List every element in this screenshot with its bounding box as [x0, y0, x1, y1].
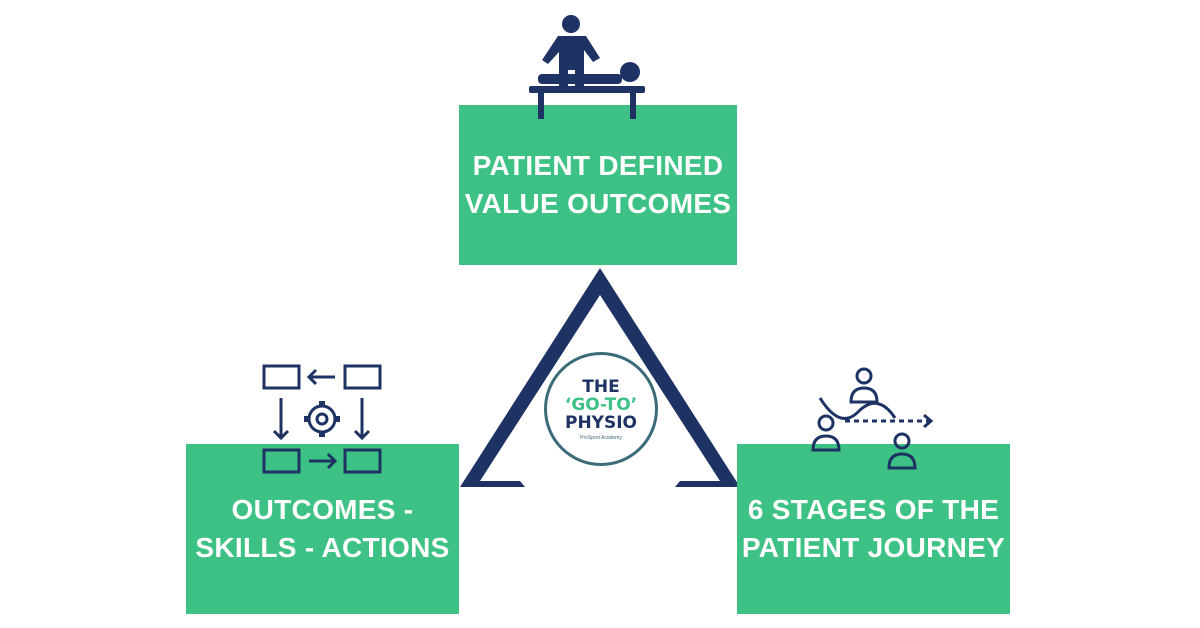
box-right-line1: 6 STAGES OF THE — [747, 494, 1000, 525]
box-top-line1: PATIENT DEFINED — [472, 150, 724, 181]
logo-line3: PHYSIO — [564, 412, 638, 433]
box-top-line2: VALUE OUTCOMES — [464, 188, 732, 219]
patient-defined-value-outcomes-box: PATIENT DEFINED VALUE OUTCOMES — [459, 105, 737, 265]
box-right-line2: PATIENT JOURNEY — [741, 532, 1006, 563]
outcomes-skills-actions-box: OUTCOMES - SKILLS - ACTIONS — [186, 444, 459, 614]
logo-line1: THE — [582, 376, 620, 397]
logo-brand: ProSport Academy — [580, 434, 622, 441]
triangle-outline — [460, 268, 740, 487]
box-left-line1: OUTCOMES - — [231, 494, 414, 525]
box-left-line2: SKILLS - ACTIONS — [195, 532, 450, 563]
go-to-physio-logo: THE ‘GO-TO’ PHYSIO ProSport Academy — [544, 352, 658, 466]
six-stages-patient-journey-box: 6 STAGES OF THE PATIENT JOURNEY — [737, 444, 1010, 614]
logo-line2: ‘GO-TO’ — [564, 394, 638, 415]
